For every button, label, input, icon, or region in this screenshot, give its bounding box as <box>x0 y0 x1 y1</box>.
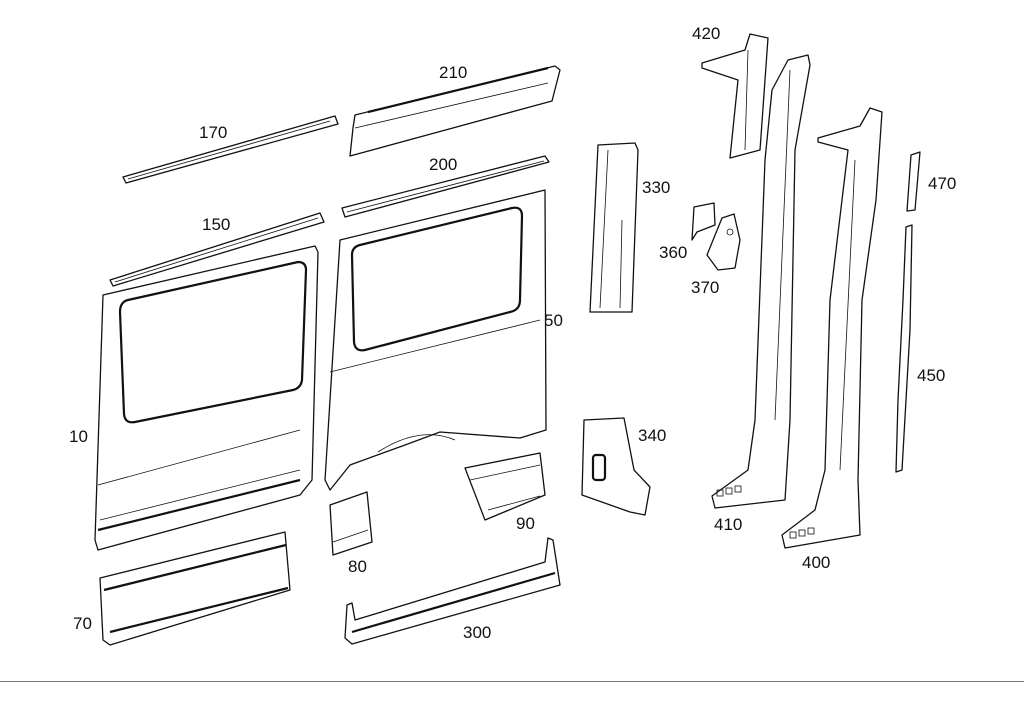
part-330-drawing <box>589 142 639 313</box>
part-340-drawing <box>581 417 651 516</box>
part-70-drawing <box>99 531 291 646</box>
part-450-drawing <box>895 224 913 473</box>
part-360-drawing <box>691 202 716 241</box>
part-label-90: 90 <box>516 514 535 533</box>
part-50-drawing <box>324 189 547 491</box>
part-label-410: 410 <box>714 515 743 534</box>
part-90-drawing <box>464 452 546 521</box>
part-420-drawing <box>701 33 769 159</box>
part-210-drawing <box>349 65 561 157</box>
part-label-330: 330 <box>642 178 671 197</box>
part-200-drawing <box>341 155 550 218</box>
part-370-drawing <box>706 213 741 271</box>
part-410-drawing <box>711 54 811 509</box>
part-label-150: 150 <box>202 215 231 234</box>
part-80-drawing <box>329 491 373 556</box>
part-470-drawing <box>906 151 921 212</box>
part-label-50: 50 <box>544 311 563 330</box>
part-10-drawing <box>94 245 319 551</box>
part-label-10: 10 <box>69 427 88 446</box>
part-label-400: 400 <box>802 553 831 572</box>
part-400-drawing <box>781 107 883 549</box>
part-label-170: 170 <box>199 123 228 142</box>
part-label-470: 470 <box>928 174 957 193</box>
part-150-drawing <box>109 212 325 287</box>
bottom-divider <box>0 681 1024 682</box>
part-label-370: 370 <box>691 278 720 297</box>
part-label-200: 200 <box>429 155 458 174</box>
part-300-drawing <box>344 537 561 645</box>
part-170-drawing <box>122 115 339 184</box>
part-label-340: 340 <box>638 426 667 445</box>
part-label-80: 80 <box>348 557 367 576</box>
part-label-300: 300 <box>463 623 492 642</box>
part-label-450: 450 <box>917 366 946 385</box>
part-label-210: 210 <box>439 63 468 82</box>
part-label-360: 360 <box>659 243 688 262</box>
part-label-70: 70 <box>73 614 92 633</box>
part-label-420: 420 <box>692 24 721 43</box>
